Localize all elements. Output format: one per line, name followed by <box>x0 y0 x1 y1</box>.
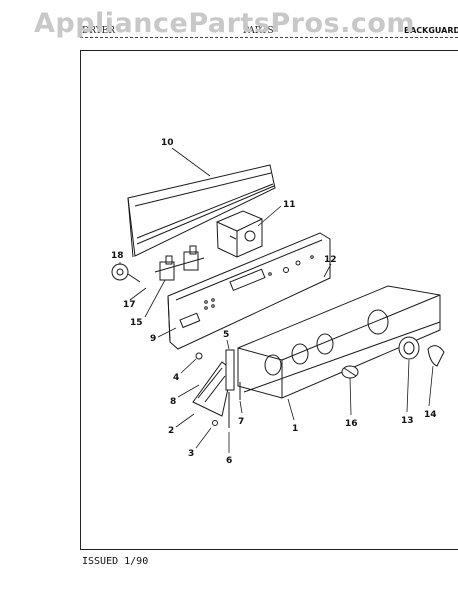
backguard-console <box>237 285 441 399</box>
callout-number: 9 <box>150 334 156 344</box>
timer-dial-part <box>398 336 420 360</box>
header-section-title: BACKGUARD <box>404 26 458 35</box>
callout-number: 5 <box>223 330 229 340</box>
diagram-frame <box>80 50 458 550</box>
timer-knob-part <box>427 345 445 367</box>
watermark: AppliancePartsPros.com <box>34 8 416 39</box>
leader-lines <box>119 147 434 453</box>
callout-numbers: 10 11 12 18 17 15 9 5 4 8 2 3 6 7 1 16 1… <box>111 138 437 466</box>
callout-number: 16 <box>345 419 358 429</box>
callout-number: 7 <box>238 417 244 427</box>
callout-number: 13 <box>401 416 414 426</box>
header-rule <box>80 37 458 38</box>
callout-number: 14 <box>424 410 437 420</box>
callout-number: 3 <box>188 449 194 459</box>
timer-part <box>216 210 263 258</box>
issued-date: ISSUED 1/90 <box>82 556 149 567</box>
callout-number: 10 <box>161 138 174 148</box>
callout-number: 8 <box>170 397 176 407</box>
callout-number: 18 <box>111 251 124 261</box>
header-middle-label: PARTS <box>243 26 274 36</box>
mounting-fittings <box>225 349 241 428</box>
selector-switches <box>111 245 205 283</box>
callout-number: 6 <box>226 456 232 466</box>
control-knob-part <box>341 365 359 379</box>
callout-number: 1 <box>292 424 298 434</box>
callout-number: 2 <box>168 426 174 436</box>
callout-number: 12 <box>324 255 337 265</box>
callout-number: 4 <box>173 373 179 383</box>
callout-number: 17 <box>123 300 136 310</box>
control-mounting-panel <box>167 232 331 350</box>
callout-number: 15 <box>130 318 143 328</box>
header-left-label: DRYER <box>82 26 116 36</box>
backguard-cover-panel <box>127 164 276 258</box>
callout-number: 11 <box>283 200 296 210</box>
